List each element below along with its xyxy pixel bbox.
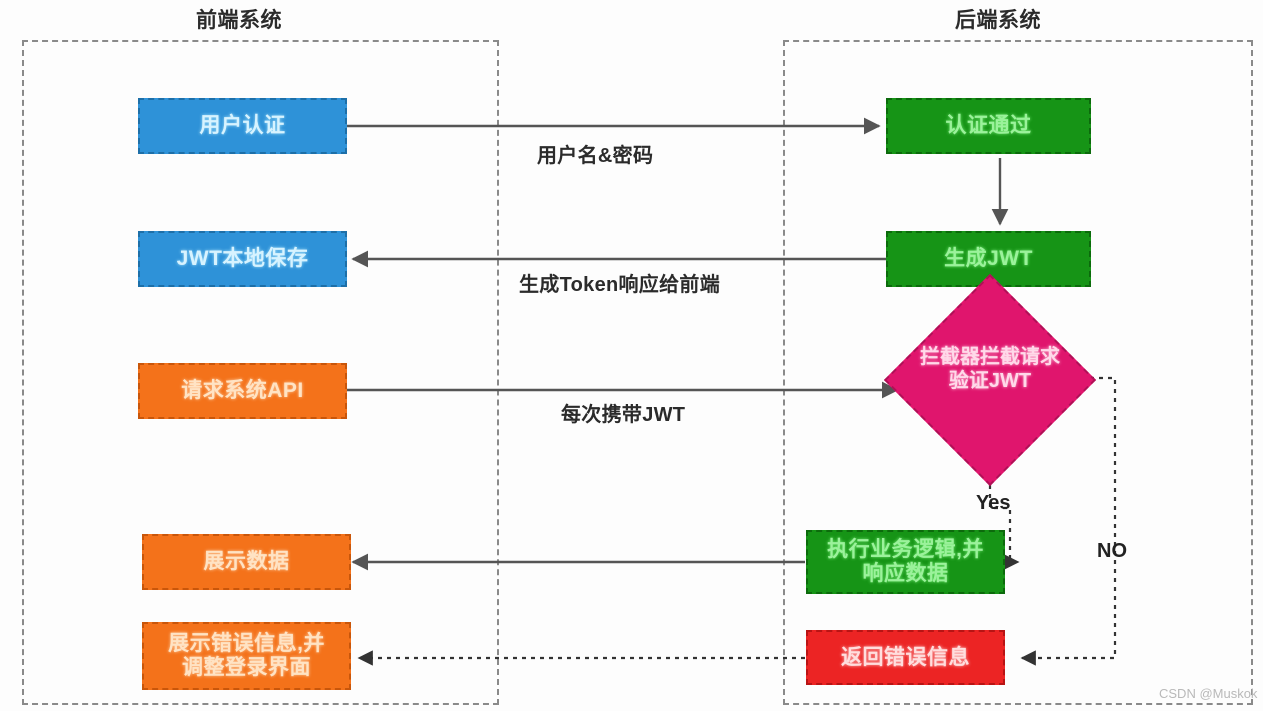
branch-label-yes: Yes (976, 492, 1011, 514)
lane-frontend (22, 40, 499, 705)
lane-title-frontend: 前端系统 (196, 9, 282, 32)
node-show-data[interactable]: 展示数据 (142, 534, 351, 590)
watermark-text: CSDN @Muskok (1159, 686, 1258, 701)
lane-backend (783, 40, 1253, 705)
edge-label-carry-jwt: 每次携带JWT (561, 404, 686, 426)
node-request-api[interactable]: 请求系统API (138, 363, 347, 419)
edge-label-credentials: 用户名&密码 (537, 145, 654, 167)
node-user-auth[interactable]: 用户认证 (138, 98, 347, 154)
lane-title-backend: 后端系统 (955, 9, 1041, 32)
node-business-logic[interactable]: 执行业务逻辑,并 响应数据 (806, 530, 1005, 594)
node-return-error[interactable]: 返回错误信息 (806, 630, 1005, 685)
node-jwt-local-store[interactable]: JWT本地保存 (138, 231, 347, 287)
branch-label-no: NO (1097, 540, 1127, 562)
node-interceptor-decision[interactable]: 拦截器拦截请求 验证JWT (883, 273, 1097, 487)
node-auth-pass[interactable]: 认证通过 (886, 98, 1091, 154)
edge-label-token-response: 生成Token响应给前端 (519, 274, 721, 296)
node-show-error[interactable]: 展示错误信息,并 调整登录界面 (142, 622, 351, 690)
node-interceptor-label: 拦截器拦截请求 验证JWT (920, 346, 1060, 392)
